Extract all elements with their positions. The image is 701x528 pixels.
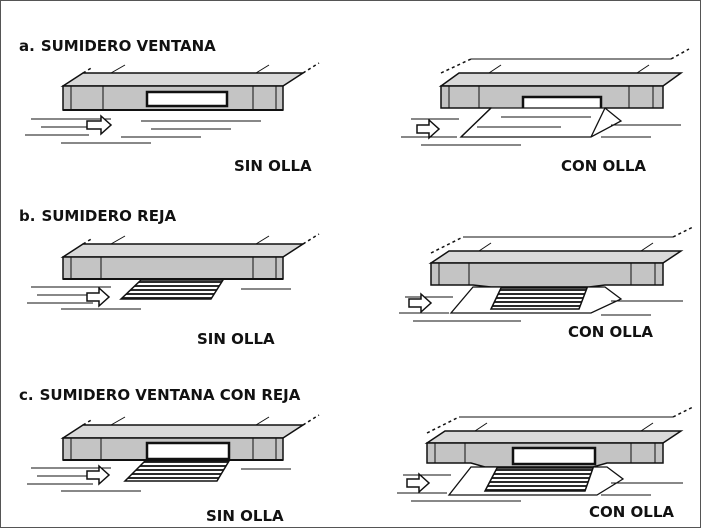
- curb-top-face: [424, 430, 684, 444]
- section-b-left-caption: SIN OLLA: [197, 330, 275, 348]
- section-a-left-caption: SIN OLLA: [234, 157, 312, 175]
- window-opening: [145, 441, 231, 461]
- flow-arrow-icon: [86, 464, 111, 486]
- section-c-left-figure: [27, 414, 320, 492]
- curb-body: [430, 262, 664, 288]
- section-a-left-figure: [25, 62, 320, 144]
- curb-top-face: [428, 250, 684, 264]
- section-a-letter: a.: [19, 37, 35, 55]
- section-b-left-figure: [27, 233, 320, 310]
- pot-depression: [459, 107, 623, 138]
- flow-arrow-icon: [416, 118, 441, 140]
- section-b-label: SUMIDERO REJA: [41, 207, 177, 225]
- curb-top-face: [60, 72, 306, 87]
- section-c-letter: c.: [19, 386, 34, 404]
- curb-top-face: [60, 243, 306, 258]
- grate: [123, 460, 231, 482]
- section-c-title: c. SUMIDERO VENTANA CON REJA: [19, 386, 300, 404]
- window-opening: [511, 446, 597, 466]
- section-a-right-figure: [401, 48, 690, 146]
- section-a-label: SUMIDERO VENTANA: [40, 37, 216, 55]
- flow-arrow-icon: [86, 114, 113, 136]
- curb-top-face: [438, 72, 684, 87]
- window-opening: [145, 90, 229, 108]
- section-b-right-caption: CON OLLA: [568, 323, 654, 341]
- section-c-right-caption: CON OLLA: [589, 503, 675, 521]
- grate: [483, 467, 595, 492]
- curb-top-face: [60, 424, 306, 439]
- grate: [489, 287, 589, 310]
- curb-body: [62, 256, 284, 280]
- flow-arrow-icon: [406, 472, 431, 494]
- section-c-left-caption: SIN OLLA: [206, 507, 284, 525]
- section-b-letter: b.: [19, 207, 36, 225]
- flow-arrow-icon: [408, 292, 433, 314]
- section-a-right-caption: CON OLLA: [561, 157, 647, 175]
- section-b-title: b. SUMIDERO REJA: [19, 207, 176, 225]
- section-c-right-figure: [397, 406, 694, 502]
- section-b-right-figure: [399, 226, 694, 322]
- grate: [119, 279, 225, 300]
- section-a-title: a. SUMIDERO VENTANA: [19, 37, 216, 55]
- section-c-label: SUMIDERO VENTANA CON REJA: [39, 386, 301, 404]
- flow-arrow-icon: [86, 286, 111, 308]
